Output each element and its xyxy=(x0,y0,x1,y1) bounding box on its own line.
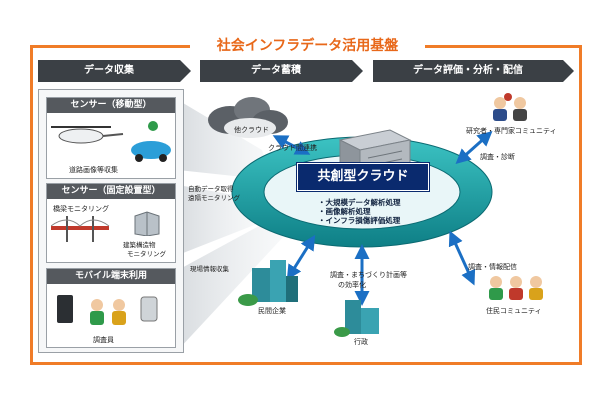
page-title: 社会インフラデータ活用基盤 xyxy=(190,35,425,57)
arrow-cloud-link xyxy=(272,135,311,155)
other-cloud-label: 他クラウド xyxy=(234,126,269,134)
private-company-icon xyxy=(238,260,298,306)
town-planning-label-2: の効率化 xyxy=(338,281,366,289)
residents-icon xyxy=(489,276,543,300)
mobile-caption: 調査員 xyxy=(93,336,114,344)
cloud-link-label: クラウド間連携 xyxy=(268,144,317,152)
helicopter-car-icon xyxy=(51,121,171,162)
survey-info-label: 調査・情報配信 xyxy=(468,263,517,271)
other-cloud-icon xyxy=(208,97,288,138)
sensor-fixed-box: センサー（固定設置型） 橋梁モニタリング 建築構造物 モニタリング xyxy=(46,183,176,263)
building-icon xyxy=(134,211,160,236)
government-icon xyxy=(334,300,379,337)
bridge-caption: 橋梁モニタリング xyxy=(53,205,109,213)
researchers-icon xyxy=(493,93,527,121)
field-info-label: 現場情報収集 xyxy=(190,265,229,273)
mobile-devices-icon xyxy=(57,295,158,325)
sensor-mobile-caption: 道路画像等収集 xyxy=(69,166,118,174)
sensor-mobile-box: センサー（移動型） 道路画像等収集 xyxy=(46,97,176,179)
stage-analyze: データ評価・分析・配信 xyxy=(373,60,574,82)
beam-mobile-device xyxy=(178,220,285,350)
government-label: 行政 xyxy=(354,338,368,346)
auto-acquire-label-2: 遠隔モニタリング xyxy=(188,194,240,202)
arrow-residents xyxy=(448,230,476,286)
mobile-box: モバイル端末利用 調査員 xyxy=(46,268,176,348)
mobile-header: モバイル端末利用 xyxy=(47,269,175,284)
process-item-3: ・インフラ損傷評価処理 xyxy=(318,216,401,225)
residents-label: 住民コミュニティ xyxy=(486,307,542,315)
co-creation-cloud-title: 共創型クラウド xyxy=(297,163,429,191)
stage-collect: データ収集 xyxy=(38,60,191,82)
private-company-label: 民間企業 xyxy=(258,307,286,315)
town-planning-label-1: 調査・まちづくり計画等 xyxy=(330,271,407,279)
auto-acquire-label-1: 自動データ取得 xyxy=(188,185,234,193)
process-item-1: ・大規模データ解析処理 xyxy=(318,198,401,207)
survey-diag-label: 調査・診断 xyxy=(480,153,515,161)
arrow-private xyxy=(286,234,316,281)
stage-store: データ蓄積 xyxy=(200,60,363,82)
arrow-researchers xyxy=(455,131,493,164)
sensor-mobile-header: センサー（移動型） xyxy=(47,98,175,113)
sensor-fixed-header: センサー（固定設置型） xyxy=(47,184,175,199)
bridge-icon xyxy=(51,216,110,242)
process-item-2: ・画像解析処理 xyxy=(318,207,371,216)
beam-mobile-sensor xyxy=(178,100,272,180)
researchers-label: 研究者・専門家コミュニティ xyxy=(466,127,557,135)
building-caption-line1: 建築構造物 xyxy=(123,241,156,249)
building-caption-line2: モニタリング xyxy=(127,250,166,258)
